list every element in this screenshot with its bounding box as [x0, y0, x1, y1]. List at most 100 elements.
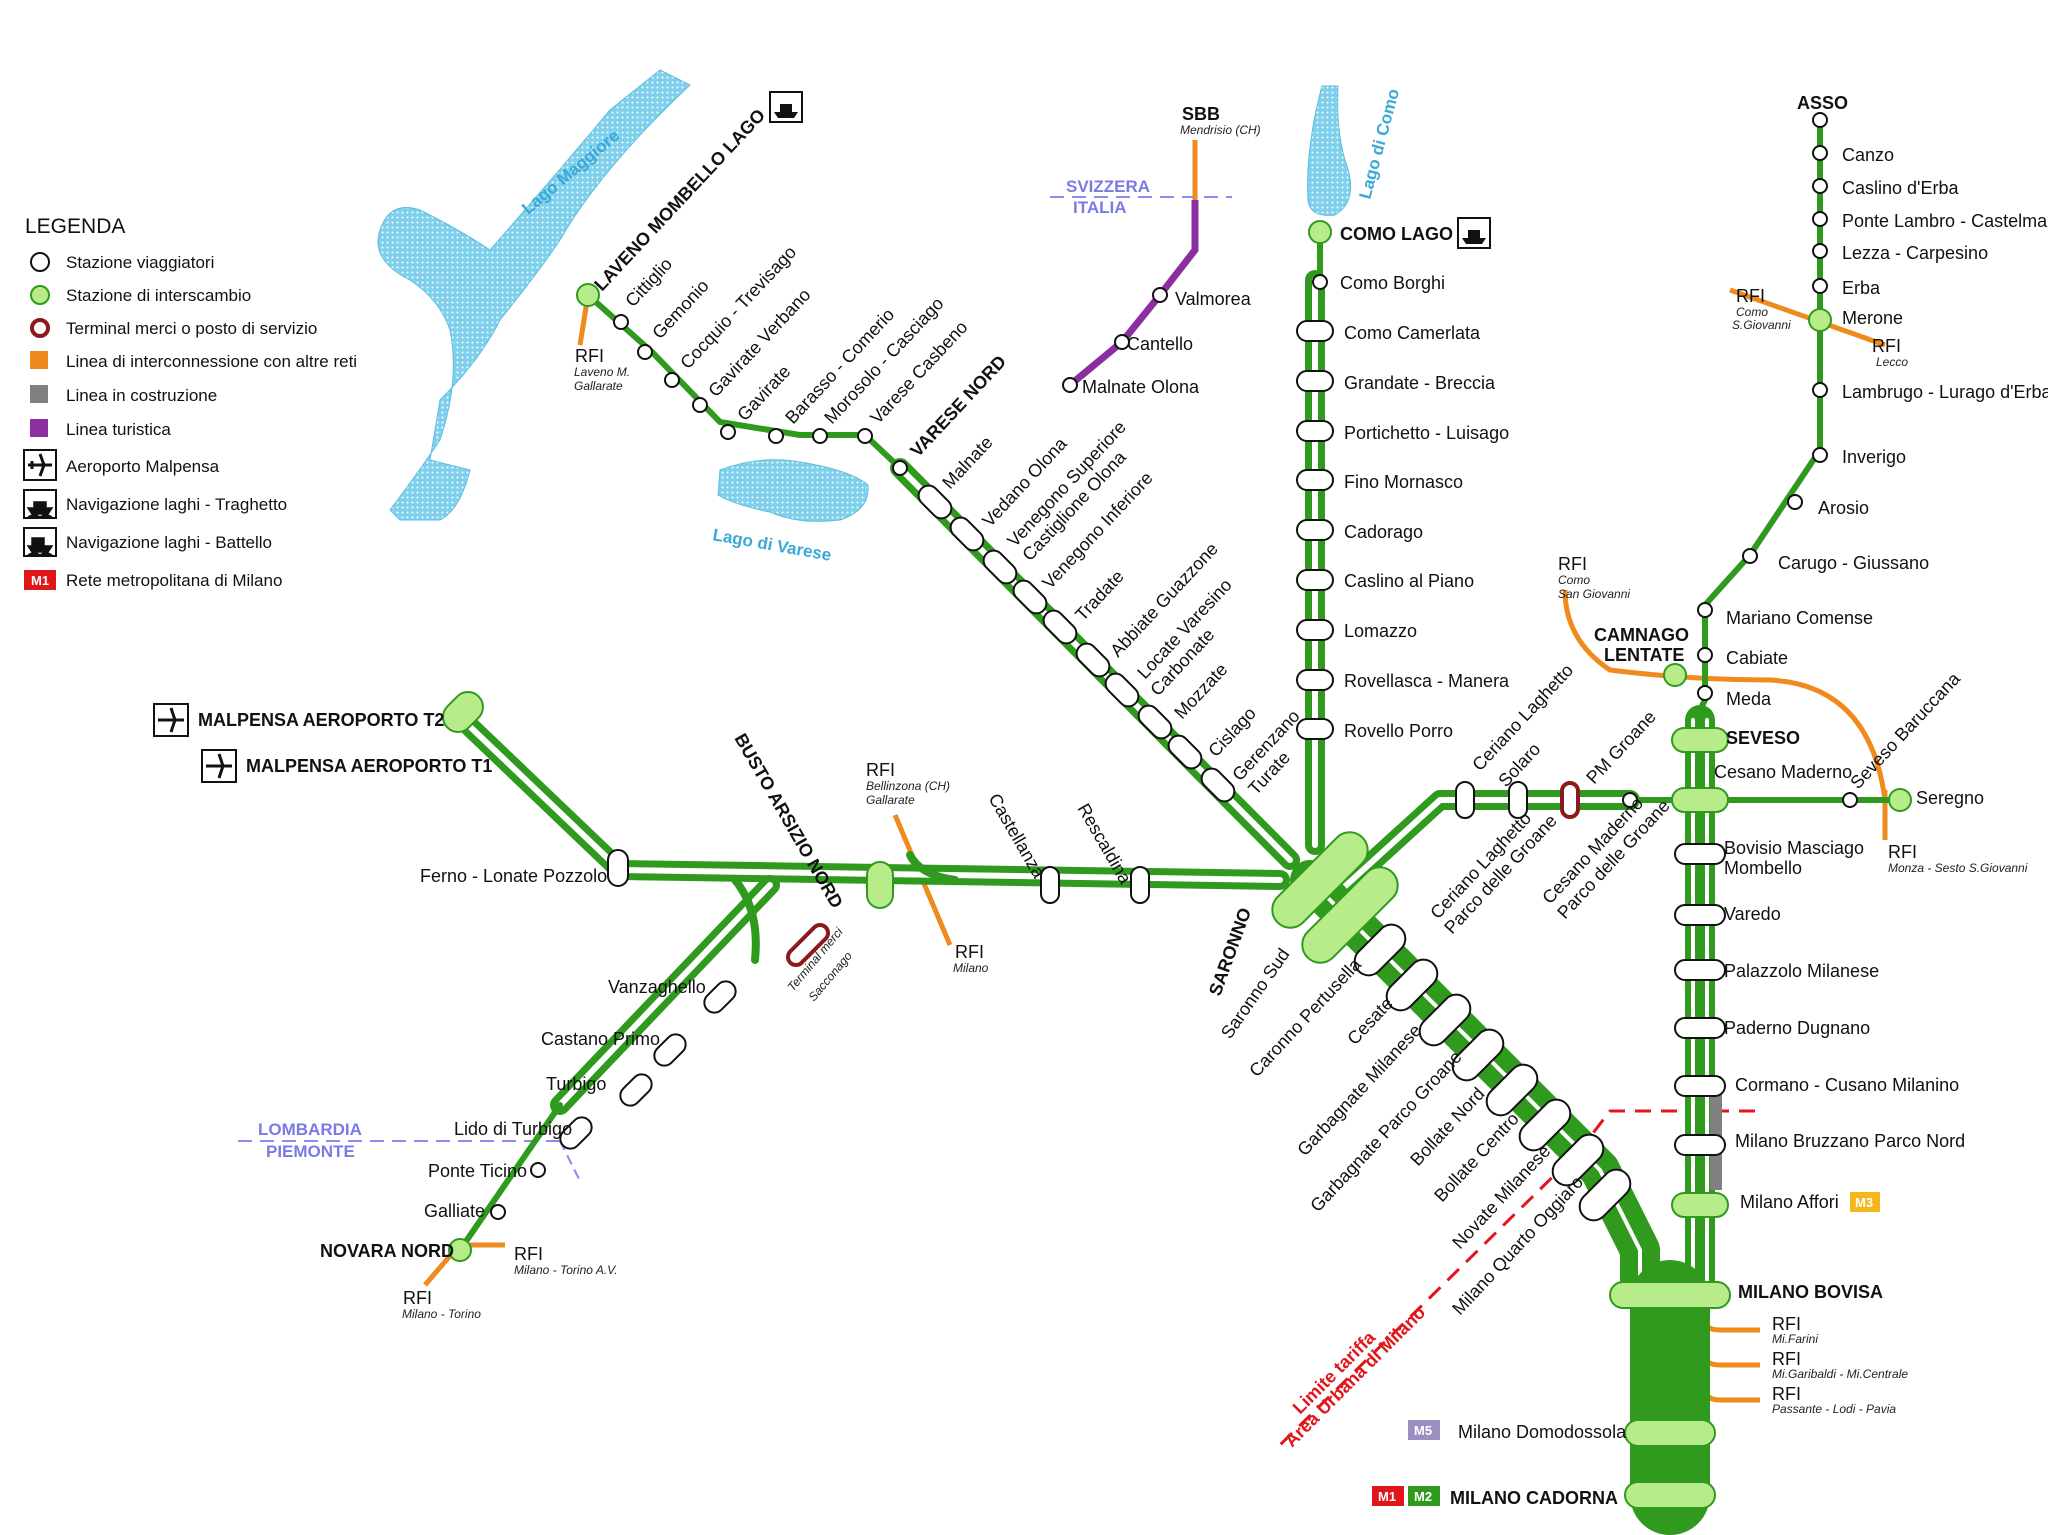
label-cantello: Cantello [1127, 334, 1193, 354]
rfi-bovisa-2: RFI [1772, 1349, 1801, 1369]
label-seregno: Seregno [1916, 788, 1984, 808]
metro-badges: M3 M5 M1 M2 [1372, 1192, 1880, 1506]
rfi-camnago: RFI [1558, 554, 1587, 574]
station-turbigo [619, 1073, 653, 1107]
station-vedano [949, 516, 985, 552]
station-quarto-oggiaro [1578, 1168, 1632, 1222]
station-north-3 [1674, 1017, 1726, 1039]
station-lezza [1812, 243, 1828, 259]
rfi-merone-w-1: Como [1736, 305, 1768, 319]
legend-construction-symbol [30, 385, 48, 403]
label-cadorago: Cadorago [1344, 522, 1423, 542]
station-como-4 [1296, 519, 1334, 541]
rfi-bovisa-1: RFI [1772, 1314, 1801, 1334]
station-gerenzano [1200, 767, 1236, 803]
rfi-seregno-1: Monza - Sesto S.Giovanni [1888, 861, 2028, 875]
station-venegono-inf [1012, 579, 1048, 615]
station-lido [559, 1116, 593, 1150]
legend-passenger: Stazione viaggiatori [66, 253, 214, 272]
label-meda: Meda [1726, 689, 1772, 709]
station-cislago [1167, 734, 1203, 770]
interconnection-lines [423, 140, 1888, 1403]
lake-maggiore [377, 69, 691, 521]
station-mozzate [1137, 704, 1173, 740]
rfi-bovisa-2-1: Mi.Garibaldi - Mi.Centrale [1772, 1367, 1908, 1381]
label-merone: Merone [1842, 308, 1903, 328]
label-malnate-olona: Malnate Olona [1082, 377, 1200, 397]
metro-m1-badge [1372, 1486, 1404, 1506]
station-abbiate [1075, 642, 1111, 678]
station-bollate-centro [1518, 1098, 1572, 1152]
label-mombello: Mombello [1724, 858, 1802, 878]
legend-boat: Navigazione laghi - Battello [66, 533, 272, 552]
station-cadorna [1624, 1481, 1716, 1509]
legend-title: LEGENDA [25, 215, 125, 238]
station-north-5 [1674, 1134, 1726, 1156]
label-bovisa: MILANO BOVISA [1738, 1282, 1883, 1302]
rfi-laveno-2: Gallarate [574, 379, 623, 393]
station-malnate [917, 484, 953, 520]
label-carugo: Carugo - Giussano [1778, 553, 1929, 573]
station-como-0 [1296, 320, 1334, 342]
legend-metro: Rete metropolitana di Milano [66, 571, 282, 590]
station-busto [866, 861, 894, 909]
station-laveno [576, 283, 600, 307]
label-caslino-erba: Caslino d'Erba [1842, 178, 1959, 198]
rfi-busto-n: RFI [866, 760, 895, 780]
rfi-busto-s-1: Milano [953, 961, 989, 975]
border-lombardia: LOMBARDIA [258, 1120, 362, 1139]
station-malpensa-t2 [442, 691, 484, 733]
station-castellanza [1040, 866, 1060, 904]
station-ceriano-solaro [1455, 781, 1475, 819]
legend-ferry: Navigazione laghi - Traghetto [66, 495, 287, 514]
metro-m2-text: M2 [1414, 1489, 1432, 1504]
legend-interchange: Stazione di interscambio [66, 286, 251, 305]
station-saronno-sud [1301, 866, 1399, 964]
rfi-bovisa-1-1: Mi.Farini [1772, 1332, 1818, 1346]
station-ponte-ticino [530, 1162, 546, 1178]
rfi-seregno: RFI [1888, 842, 1917, 862]
label-sbb: SBB [1182, 104, 1220, 124]
station-north-4 [1674, 1075, 1726, 1097]
metro-m5-text: M5 [1414, 1423, 1432, 1438]
label-ponte-lambro: Ponte Lambro - Castelmarte [1842, 211, 2048, 231]
rfi-merone-w: RFI [1736, 286, 1765, 306]
station-affori [1671, 1192, 1729, 1218]
metro-m2-badge [1408, 1486, 1440, 1506]
label-cadorna: MILANO CADORNA [1450, 1488, 1618, 1508]
rfi-labels: RFI Laveno M. Gallarate RFI Bellinzona (… [402, 286, 2028, 1416]
label-affori: Milano Affori [1740, 1192, 1839, 1212]
station-como-1 [1296, 370, 1334, 392]
label-lezza: Lezza - Carpesino [1842, 243, 1988, 263]
label-saronno: SARONNO [1205, 905, 1255, 998]
station-como-3 [1296, 469, 1334, 491]
lake-como [1307, 85, 1352, 216]
metro-m1-text: M1 [1378, 1489, 1396, 1504]
station-cantello [1114, 334, 1130, 350]
malpensa-t2-airplane-icon [153, 703, 189, 737]
label-rovellasca: Rovellasca - Manera [1344, 671, 1510, 691]
label-rovello: Rovello Porro [1344, 721, 1453, 741]
legend-interconn: Linea di interconnessione con altre reti [66, 352, 357, 371]
lake-como-label: Lago di Como [1356, 87, 1404, 201]
station-como-6 [1296, 619, 1334, 641]
label-varedo: Varedo [1724, 904, 1781, 924]
station-garbagnate [1418, 993, 1472, 1047]
label-malpensa-t2: MALPENSA AEROPORTO T2 [198, 710, 444, 730]
station-novara [448, 1238, 472, 1262]
label-fino: Fino Mornasco [1344, 472, 1463, 492]
border-lo-pi-2 [559, 1140, 581, 1182]
label-como-lago: COMO LAGO [1340, 224, 1453, 244]
label-portichetto: Portichetto - Luisago [1344, 423, 1509, 443]
station-asso [1812, 112, 1828, 128]
station-inverigo [1812, 447, 1828, 463]
legend-passenger-symbol [30, 252, 50, 272]
station-canzo [1812, 145, 1828, 161]
legend-construction: Linea in costruzione [66, 386, 217, 405]
station-arosio [1787, 494, 1803, 510]
station-vanzaghello [703, 980, 737, 1014]
station-cittiglio [613, 314, 629, 330]
legend: LEGENDA Stazione viaggiatori Stazione di… [23, 215, 357, 590]
station-bovisa [1609, 1281, 1731, 1309]
